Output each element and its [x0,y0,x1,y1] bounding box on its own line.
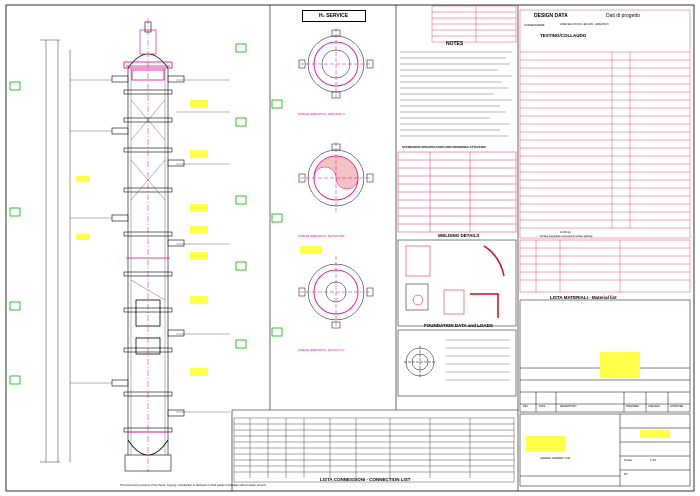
rev-header-approved: APPROVED [670,405,684,408]
vessel-elevation [40,18,230,472]
design-data-grid [519,9,691,239]
connection-list-grid [233,417,515,483]
service-label-box: H₂ SERVICE [302,10,366,22]
code-label: CODE/NORME [524,23,545,27]
testing-title: TESTING/COLLAUDO [540,33,587,38]
welding-title: WELDING DETAILS [438,233,480,238]
title-block [519,413,691,487]
scale-value: 1:20 [650,458,656,462]
weight-note: 12.000 kg [560,231,571,234]
code-value: ASME SEC.VIII DIV.1 ED.2015 - ASME B16.5 [560,23,609,26]
rev-header-date: DATE [539,405,546,408]
welding-details [397,239,517,327]
nozzle-view-a-caption: NOZZLES ORIENTATION - VIEW FROM "A" [298,113,346,116]
rev-header-checked: CHECKED [648,405,660,408]
standards-table [397,151,517,233]
design-data-title: DESIGN DATA [534,13,568,19]
design-data-title-it: Dati di progetto [606,13,640,19]
foundation-title: FOUNDATION DATA and LOADS [424,323,493,328]
rev-header-rev: REV [523,405,528,408]
rev-header-prepared: PREPARED [626,405,639,408]
material-list-title: LISTA MATERIALI - Material list [550,295,617,300]
service-label: H₂ SERVICE [319,13,349,19]
nozzle-view-a [298,28,374,100]
section-dividers [231,5,519,491]
nozzle-section-c [298,256,374,329]
general-assembly-label: GENERAL ASSEMBLY FOR [540,457,571,460]
footer-note: This document is property of the Owner. … [120,484,267,487]
standards-title: STANDARDS SPECIFICATION AND DRAWINGS ATT… [402,145,486,149]
sheet-label: SH [624,473,628,476]
nozzle-section-c-caption: NOZZLES ORIENTATION - SECTION "C-C" [298,349,346,352]
connection-list-title: LISTA CONNESSIONI - CONNECTION LIST [320,477,411,482]
nozzle-section-b-caption: NOZZLES ORIENTATION - SECTION "B-B" [298,235,345,238]
rev-header-description: DESCRIPTION [560,405,577,408]
surface-note: Surface preparation and external surface… [540,235,593,238]
green-callout-tags [9,43,283,385]
yellow-callouts [76,100,670,452]
scale-label: SCALE [624,459,632,462]
notes-text-lines [400,51,512,137]
nozzle-section-b [298,142,374,214]
material-list-grid [519,239,691,293]
notes-title: NOTES [446,41,464,47]
vessel-nozzle-highlights [126,65,170,433]
reference-drawings-table [431,5,517,43]
foundation-data [397,329,517,397]
